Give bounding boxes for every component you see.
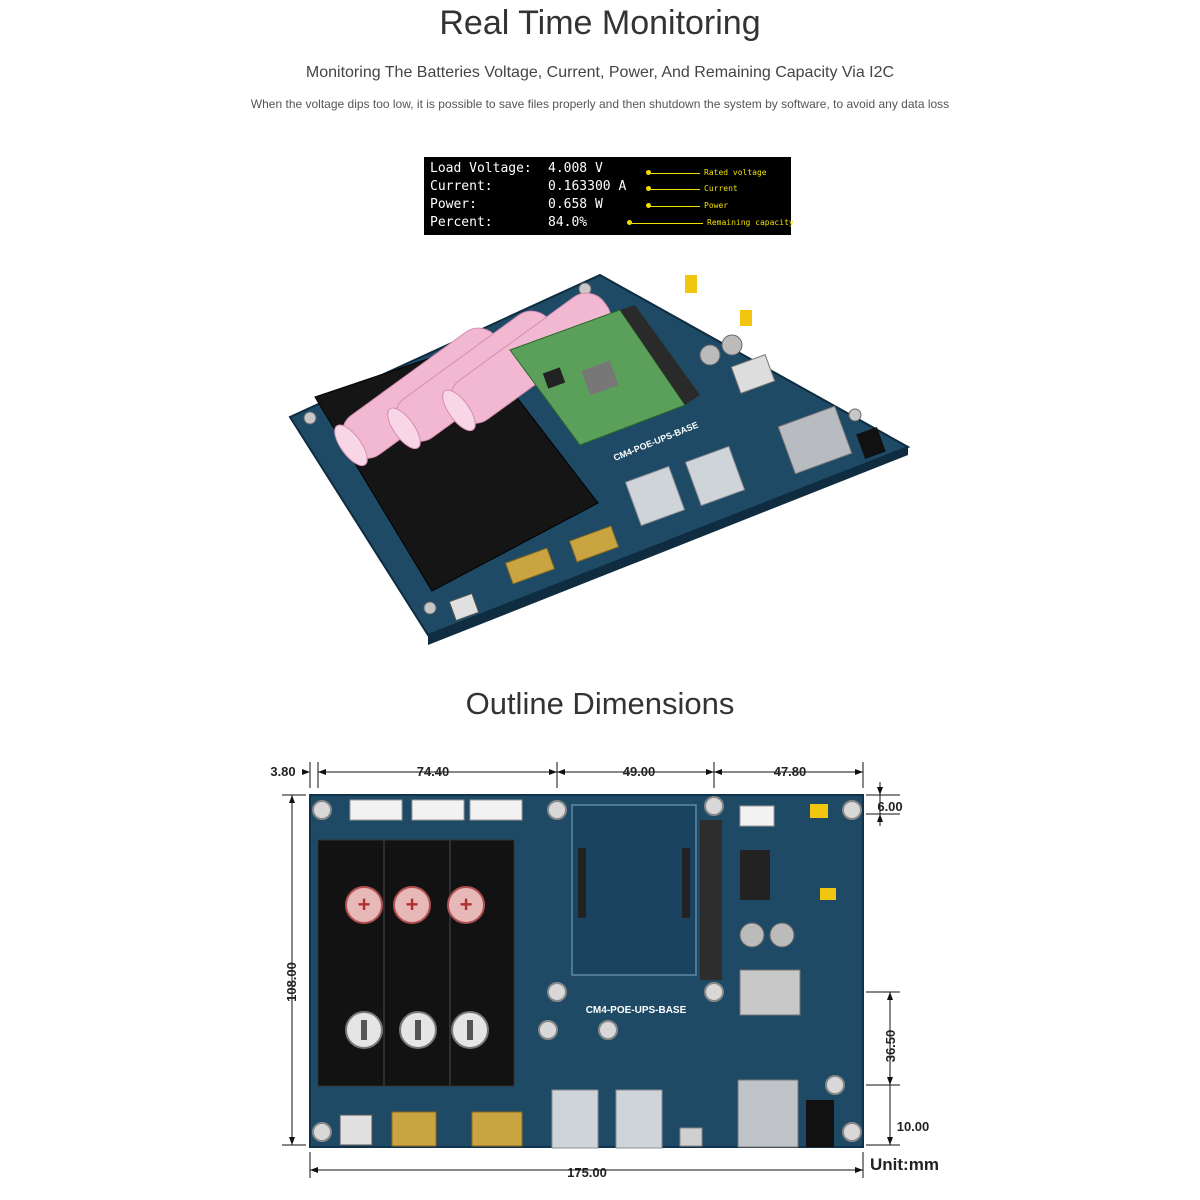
capacitor-icon <box>769 922 795 948</box>
ethernet-port-icon <box>737 1079 799 1148</box>
board-label: CM4-POE-UPS-BASE <box>586 1005 687 1016</box>
svg-text:+: + <box>406 892 419 917</box>
dim-total-width: 175.00 <box>567 1165 607 1180</box>
terminal-readout: Load Voltage:4.008 V Current:0.163300 A … <box>424 157 794 235</box>
jumper-icon <box>810 804 828 818</box>
hdmi-port-icon <box>568 525 620 563</box>
mount-hole-icon <box>842 800 862 820</box>
mount-hole-icon <box>547 800 567 820</box>
jumper-icon <box>685 275 697 293</box>
dim-right-mid: 36.50 <box>883 1030 898 1063</box>
board-photo: CM4-POE-UPS-BASE <box>288 273 911 645</box>
callout-remaining-capacity: Remaining capacity <box>627 215 794 233</box>
connector-icon <box>411 799 465 821</box>
plus-icon <box>393 886 431 924</box>
monitoring-subtitle: Monitoring The Batteries Voltage, Curren… <box>305 64 895 81</box>
battery-holder <box>317 839 515 1087</box>
callout-power: Power <box>646 198 786 216</box>
plus-icon <box>447 886 485 924</box>
inductor-icon <box>730 354 776 394</box>
dimension-drawing: + + + CM4-POE-UPS-BASE <box>270 762 939 1180</box>
mount-hole-icon <box>312 800 332 820</box>
capacitor-icon <box>699 344 721 366</box>
terminal-key: Percent: <box>430 215 493 230</box>
cm4-chip <box>581 360 619 396</box>
terminal-row-percent: Percent: 84.0% <box>430 215 640 233</box>
jumper-icon <box>820 888 836 900</box>
terminal-value: 0.163300 A <box>548 179 627 194</box>
cm4-footprint <box>571 804 697 976</box>
cm4-connector-icon <box>578 848 586 918</box>
mount-hole-icon <box>538 1020 558 1040</box>
hdmi-port-icon <box>504 547 556 585</box>
dim-top-left-offset: 3.80 <box>270 764 295 779</box>
monitoring-description: When the voltage dips too low, it is pos… <box>250 97 950 111</box>
terminal-value: 4.008 V <box>548 161 603 176</box>
cm4-connector-icon <box>682 848 690 918</box>
dim-height: 108.00 <box>284 962 299 1002</box>
power-switch-icon <box>448 592 480 622</box>
dimensions-title: Outline Dimensions <box>465 686 735 721</box>
usb-port-icon <box>615 1089 663 1149</box>
mount-hole-icon <box>848 408 862 422</box>
battery-cells <box>334 292 612 467</box>
terminal-key: Current: <box>430 179 493 194</box>
terminal-row-voltage: Load Voltage: 4.008 V <box>430 161 640 179</box>
jumper-icon <box>740 310 752 326</box>
svg-text:+: + <box>460 892 473 917</box>
power-switch-icon <box>339 1114 373 1146</box>
mount-hole-icon <box>423 601 437 615</box>
gpio-header <box>700 820 722 980</box>
battery-plus-terminals: + + + <box>345 886 485 924</box>
capacitor-icon <box>739 922 765 948</box>
terminal-value: 84.0% <box>548 215 588 230</box>
inductor-icon <box>739 969 801 1016</box>
dim-battery-width: 74.40 <box>417 764 450 779</box>
dc-jack-icon <box>856 427 886 459</box>
dim-cm4-width: 49.00 <box>623 764 656 779</box>
svg-text:+: + <box>358 892 371 917</box>
mount-hole-icon <box>704 796 724 816</box>
mount-hole-icon <box>704 982 724 1002</box>
dc-jack-icon <box>806 1100 834 1147</box>
terminal-key: Power: <box>430 197 477 212</box>
usb-port-icon <box>684 445 746 507</box>
plus-icon <box>345 886 383 924</box>
usb-c-port-icon <box>679 1127 703 1147</box>
mount-hole-icon <box>825 1075 845 1095</box>
terminal-value: 0.658 W <box>548 197 603 212</box>
gpio-header <box>620 305 700 405</box>
connector-icon <box>739 805 775 827</box>
dim-top-right-offset: 6.00 <box>877 799 902 814</box>
mount-hole-icon <box>598 1020 618 1040</box>
dim-right-width: 47.80 <box>774 764 807 779</box>
mount-hole-icon <box>312 1122 332 1142</box>
mount-hole-icon <box>842 1122 862 1142</box>
dim-right-bottom: 10.00 <box>897 1119 930 1134</box>
usb-port-icon <box>624 465 686 527</box>
terminal-key: Load Voltage: <box>430 161 532 176</box>
connector-icon <box>349 799 403 821</box>
mount-hole-icon <box>547 982 567 1002</box>
hdmi-port-icon <box>391 1111 437 1147</box>
callout-current: Current <box>646 181 786 199</box>
mount-hole-icon <box>303 411 317 425</box>
ethernet-port-icon <box>777 405 853 475</box>
unit-label: Unit:mm <box>870 1155 939 1174</box>
usb-port-icon <box>551 1089 599 1149</box>
battery-minus-terminals <box>345 1011 489 1049</box>
hdmi-port-icon <box>471 1111 523 1147</box>
pin-header-icon <box>740 850 770 900</box>
cm4-chip <box>542 367 566 389</box>
callout-rated-voltage: Rated voltage <box>646 165 786 183</box>
terminal-row-current: Current: 0.163300 A <box>430 179 640 197</box>
connector-icon <box>469 799 523 821</box>
terminal-row-power: Power: 0.658 W <box>430 197 640 215</box>
capacitor-icon <box>721 334 743 356</box>
monitoring-title: Real Time Monitoring <box>439 4 761 42</box>
